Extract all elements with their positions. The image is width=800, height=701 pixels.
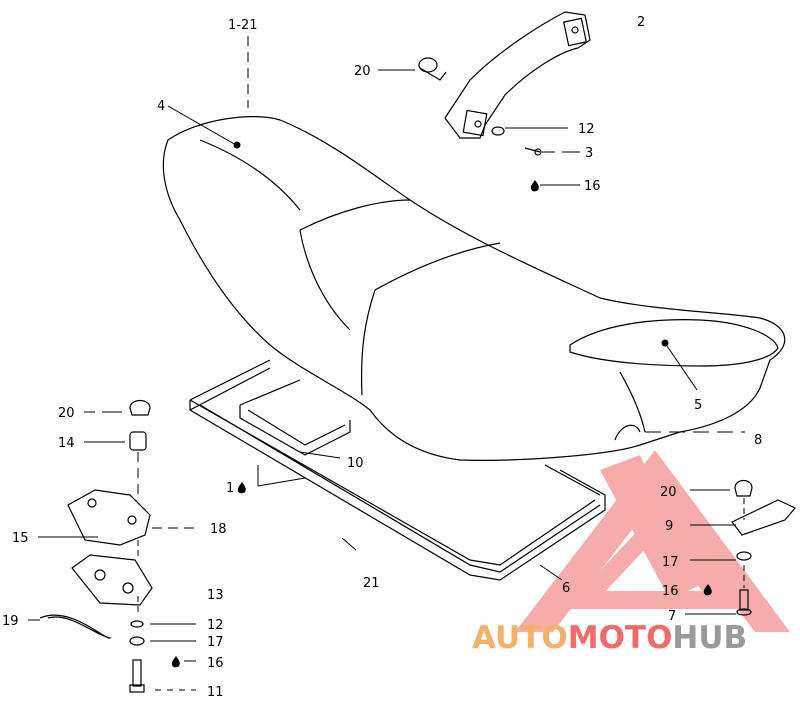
left-hardware [39,399,153,693]
adhesive-drop-icon [237,482,246,494]
callout-15: 15 [12,531,29,546]
callout-14: 14 [58,436,75,451]
callout-20-left: 20 [58,406,75,421]
callout-12-top: 12 [578,122,595,137]
callout-4: 4 [157,99,165,114]
grab-handle [444,11,591,139]
callout-16-bottom: 16 [207,656,224,671]
watermark-auto: AUTO [472,620,568,656]
callout-6: 6 [562,581,570,596]
callout-21: 21 [363,576,380,591]
seat-drawing [162,116,786,461]
seat-base-frame [189,359,606,581]
callout-16-right: 16 [662,584,679,599]
callout-labels: 1-21 2 20 4 12 3 16 5 8 20 14 10 1 15 18… [2,15,762,700]
watermark-logo [515,450,790,632]
adhesive-drop-icons [171,180,712,668]
callout-1: 1 [226,481,234,496]
callout-20-right: 20 [660,485,677,500]
callout-1-21: 1-21 [228,18,258,33]
callout-8: 8 [754,433,762,448]
right-hardware [731,479,796,616]
top-fasteners [491,126,542,156]
callout-9: 9 [665,519,673,534]
callout-7: 7 [668,609,676,624]
callout-11: 11 [207,685,224,700]
callout-3: 3 [585,146,593,161]
callout-2: 2 [637,15,645,30]
callout-20-top: 20 [354,64,371,79]
adhesive-drop-icon [530,180,539,192]
callout-13: 13 [207,588,224,603]
leader-lines [28,36,745,691]
callout-12-bottom: 12 [207,618,224,633]
callout-17-right: 17 [662,555,679,570]
adhesive-drop-icon [703,584,712,596]
bullet-dot-icon [661,339,669,347]
bullet-dot-icon [233,141,241,149]
callout-16-top: 16 [584,179,601,194]
callout-17-bottom: 17 [207,635,224,650]
callout-19: 19 [2,614,19,629]
watermark-text: AUTOMOTOHUB [472,620,747,656]
watermark-hub: HUB [672,620,747,656]
callout-10: 10 [347,456,364,471]
watermark-moto: MOTO [568,620,673,656]
callout-5: 5 [694,398,702,413]
adhesive-drop-icon [171,656,180,668]
top-knob-part-20 [418,57,447,81]
bullet-dot-icons [233,141,669,347]
callout-18: 18 [210,522,227,537]
